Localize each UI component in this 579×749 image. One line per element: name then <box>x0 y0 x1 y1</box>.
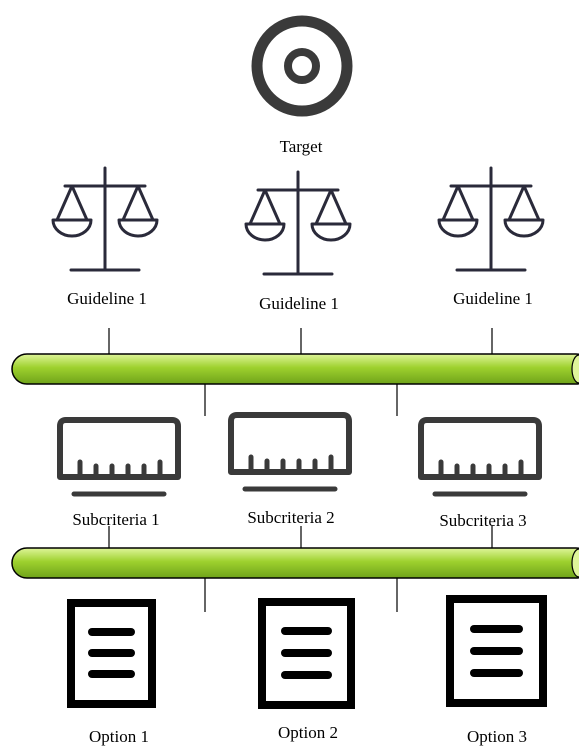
target-icon <box>251 15 353 117</box>
connector-lines <box>204 578 398 612</box>
subcriteria-label: Subcriteria 2 <box>247 508 335 527</box>
guideline-label: Guideline 1 <box>67 289 147 308</box>
guideline-label: Guideline 1 <box>453 289 533 308</box>
balance-scale-icon <box>51 166 159 272</box>
subcriteria-label: Subcriteria 3 <box>439 511 527 530</box>
document-icon <box>258 598 355 709</box>
connector-lines <box>204 384 398 416</box>
bus-bar-2 <box>11 547 579 579</box>
subcriteria-label: Subcriteria 1 <box>72 510 160 529</box>
ruler-icon <box>228 412 352 492</box>
option-label: Option 2 <box>278 723 338 742</box>
option-label: Option 1 <box>89 727 149 746</box>
ruler-icon <box>418 417 542 497</box>
target-label: Target <box>279 137 323 156</box>
connector-lines <box>108 526 493 548</box>
option-label: Option 3 <box>467 727 527 746</box>
document-icon <box>67 599 156 708</box>
balance-scale-icon <box>244 170 352 276</box>
balance-scale-icon <box>437 166 545 272</box>
bus-bar-1 <box>11 353 579 385</box>
ruler-icon <box>57 417 181 497</box>
connector-lines <box>108 328 493 354</box>
document-icon <box>446 595 547 707</box>
guideline-label: Guideline 1 <box>259 294 339 313</box>
